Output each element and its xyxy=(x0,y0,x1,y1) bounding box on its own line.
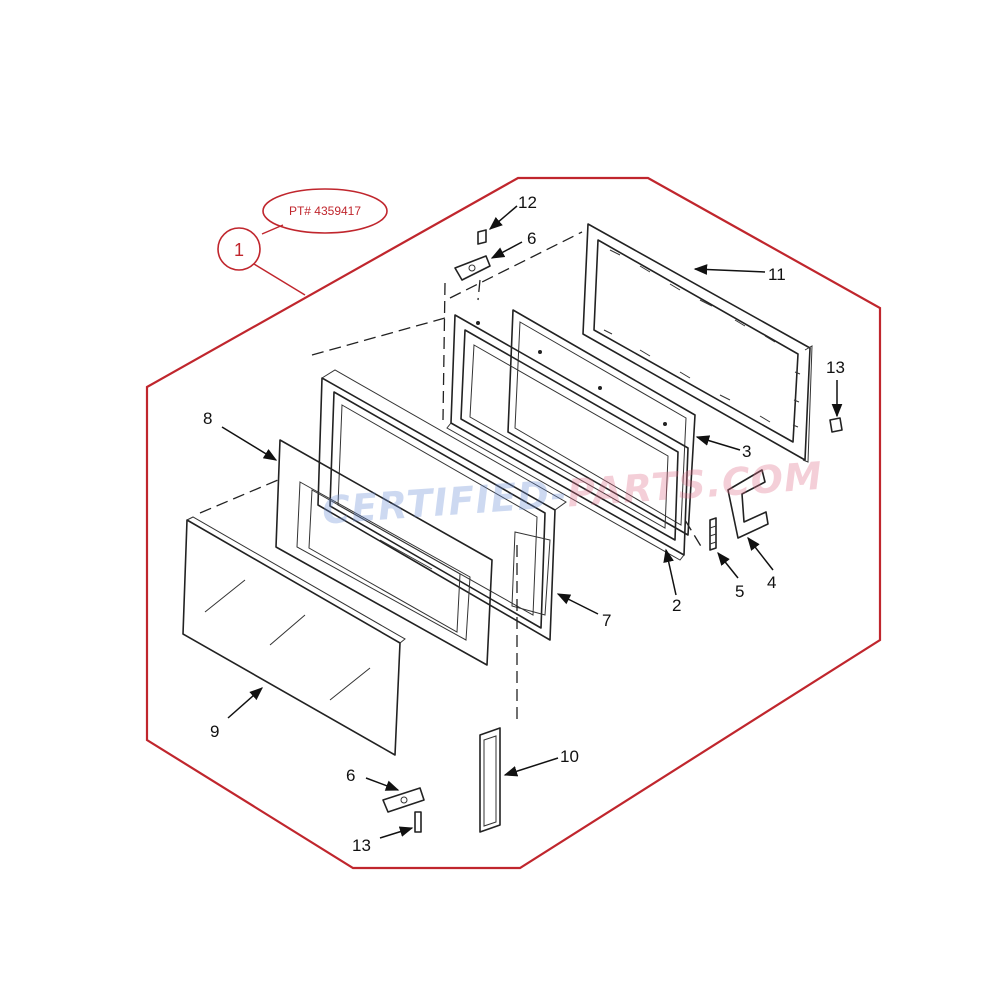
part-5-spring xyxy=(709,517,717,551)
callout-13-right: 13 xyxy=(826,358,845,377)
callout-2: 2 xyxy=(672,596,681,615)
callout-11: 11 xyxy=(768,265,786,284)
callout-7: 7 xyxy=(602,611,611,630)
callout-10: 10 xyxy=(560,747,579,766)
part-6-top-hinge xyxy=(454,255,491,281)
part-10-latch-bar xyxy=(479,727,501,833)
part-13-bottom-screw xyxy=(414,811,422,833)
svg-text:1: 1 xyxy=(234,240,244,260)
alignment-lines xyxy=(199,231,703,725)
assembly-boundary xyxy=(145,176,882,870)
callout-5: 5 xyxy=(735,582,744,601)
callout-6-top: 6 xyxy=(527,229,536,248)
part-4-latch-hook xyxy=(727,469,769,539)
part-12-screw xyxy=(477,229,487,245)
callout-4: 4 xyxy=(767,573,776,592)
leader-lines xyxy=(221,205,843,839)
callout-6-bottom: 6 xyxy=(346,766,355,785)
part-11-rear-frame xyxy=(582,223,813,463)
part-9-outer-glass xyxy=(182,516,406,756)
callout-8: 8 xyxy=(203,409,212,428)
part-number-tag: PT# 4359417 xyxy=(262,188,388,234)
part-3-choke-plate xyxy=(507,309,696,536)
callout-12: 12 xyxy=(518,193,537,212)
watermark: CERTIFIED-PARTS.COM xyxy=(321,454,824,533)
assembly-callout-1: 1 xyxy=(217,227,261,271)
callout-9: 9 xyxy=(210,722,219,741)
part-2-inner-door-frame xyxy=(446,314,689,561)
part-13-right-screw xyxy=(829,417,843,433)
svg-text:PT# 4359417: PT# 4359417 xyxy=(289,204,361,218)
part-8-choke-frame xyxy=(275,439,493,666)
callout-13-bottom: 13 xyxy=(352,836,371,855)
part-6-bottom-hinge xyxy=(382,787,425,813)
callout-3: 3 xyxy=(742,442,751,461)
